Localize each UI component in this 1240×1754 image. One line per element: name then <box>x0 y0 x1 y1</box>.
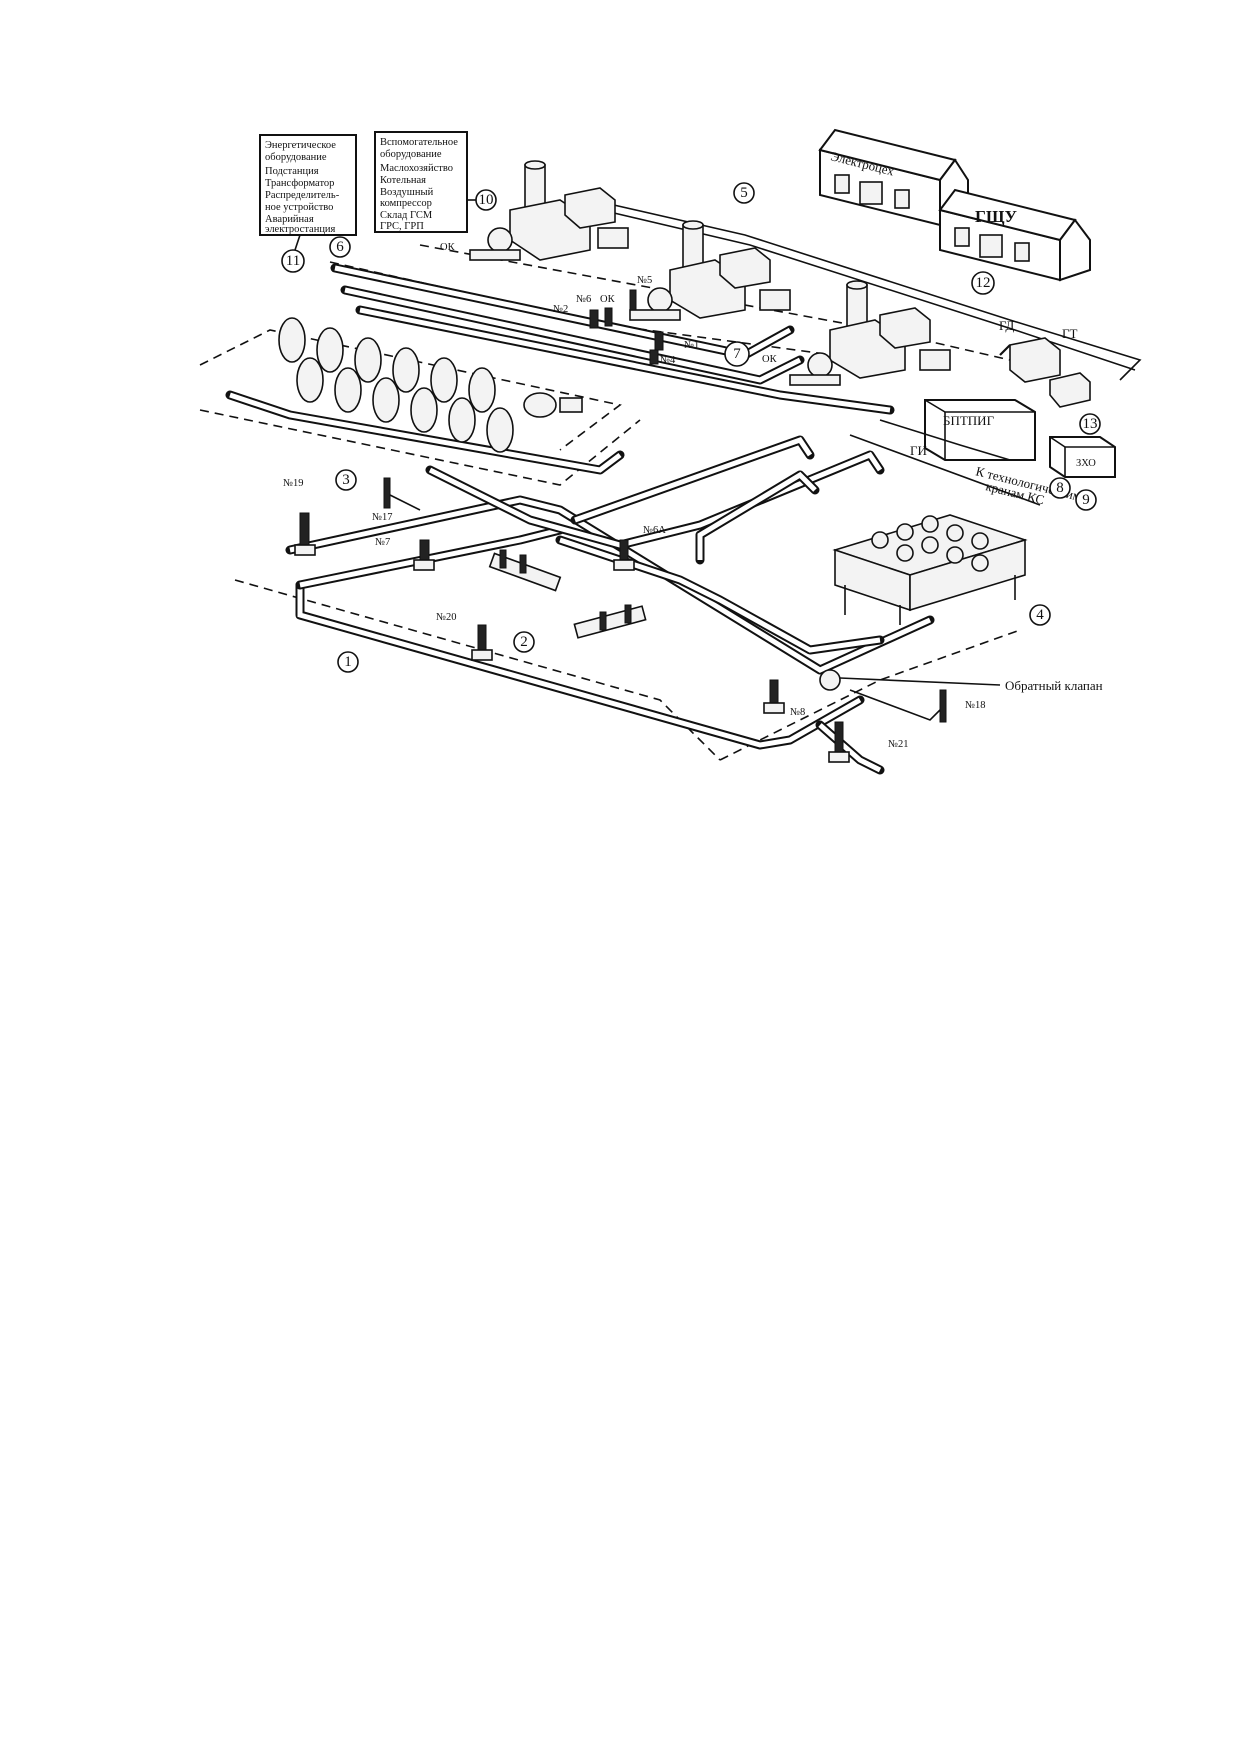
legend-energy-subtitle: оборудование <box>265 152 327 163</box>
svg-text:3: 3 <box>342 472 350 488</box>
valve-6[interactable] <box>604 307 613 327</box>
valve-8[interactable] <box>763 679 785 714</box>
gpa-unit-3 <box>789 280 951 386</box>
svg-text:7: 7 <box>733 346 741 362</box>
legend-aux-subtitle: оборудование <box>380 149 442 160</box>
legend-energy-item: электростанция <box>265 224 336 235</box>
building-workshop: Электроцех <box>818 128 969 227</box>
label-valve-18: №18 <box>965 700 986 711</box>
svg-text:8: 8 <box>1056 480 1064 496</box>
marker-5: 5 <box>733 182 755 204</box>
air-coolers <box>832 514 1028 625</box>
svg-text:13: 13 <box>1083 416 1098 432</box>
gpa-unit-1 <box>469 160 629 261</box>
label-gi: ГИ <box>910 443 927 458</box>
marker-9: 9 <box>1075 489 1097 511</box>
valve-4[interactable] <box>649 349 659 365</box>
legend-aux-item: Котельная <box>380 175 426 186</box>
svg-text:10: 10 <box>479 192 494 208</box>
legend-aux-item: компрессор <box>380 198 432 209</box>
building-bptpig-label: БПТПИГ <box>943 413 995 428</box>
label-valve-20: №20 <box>436 612 457 623</box>
legend-energy-item: Трансформатор <box>265 178 334 189</box>
building-bptpig: БПТПИГ <box>924 399 1036 461</box>
valve-1[interactable] <box>654 331 664 351</box>
valves <box>294 289 947 763</box>
label-valve-6: №6 <box>576 294 591 305</box>
marker-11: 11 <box>281 249 305 273</box>
valve-2[interactable] <box>589 309 599 329</box>
valve-6a[interactable] <box>613 539 635 571</box>
label-ok-1: ОК <box>440 242 456 253</box>
label-ok-2: ОК <box>600 294 616 305</box>
building-control-label: ГЩУ <box>975 207 1017 226</box>
label-check-valve: Обратный клапан <box>1005 678 1103 693</box>
label-gd: ГД <box>999 318 1014 333</box>
label-valve-17: №17 <box>372 512 393 523</box>
leader-11 <box>294 234 301 251</box>
marker-6: 6 <box>329 236 351 258</box>
lower-loop <box>285 435 946 775</box>
marker-8: 8 <box>1049 477 1071 499</box>
valve-group-2 <box>488 549 647 639</box>
building-control: ГЩУ <box>938 188 1091 282</box>
valve-21[interactable] <box>828 721 850 763</box>
legend-aux-title: Вспомогательное <box>380 137 458 148</box>
label-valve-2: №2 <box>553 304 568 315</box>
svg-text:4: 4 <box>1036 607 1044 623</box>
svg-text:12: 12 <box>976 275 991 291</box>
dust-collectors <box>225 317 625 475</box>
legend-aux-item: Склад ГСМ <box>380 210 433 221</box>
marker-7: 7 <box>724 341 750 367</box>
svg-text:5: 5 <box>740 185 748 201</box>
legend-energy-item: Подстанция <box>265 166 319 177</box>
valve-5[interactable] <box>629 289 637 311</box>
label-ok-3: ОК <box>762 354 778 365</box>
legend-aux-item: ГРС, ГРП <box>380 221 424 232</box>
label-valve-6a: №6А <box>643 525 666 536</box>
legend-aux-item: Воздушный <box>380 187 434 198</box>
marker-4: 4 <box>1029 604 1051 626</box>
building-small: ЗХО <box>1049 436 1116 478</box>
marker-2: 2 <box>513 631 535 653</box>
legend-energy-item: ное устройство <box>265 202 333 213</box>
check-valve <box>819 669 841 691</box>
legend-aux-box: Вспомогательное оборудование Маслохозяйс… <box>374 131 468 233</box>
label-valve-1: №1 <box>684 340 699 351</box>
svg-text:6: 6 <box>336 239 344 255</box>
marker-10: 10 <box>475 189 497 211</box>
legend-aux-item: Маслохозяйство <box>380 163 453 174</box>
svg-text:2: 2 <box>520 634 528 650</box>
svg-text:1: 1 <box>344 654 352 670</box>
label-valve-7: №7 <box>375 537 390 548</box>
legend-energy-box: Энергетическое оборудование Подстанция Т… <box>259 134 357 236</box>
label-valve-5: №5 <box>637 275 652 286</box>
dust-collector <box>278 317 583 453</box>
valve-20[interactable] <box>471 624 493 661</box>
label-valve-8: №8 <box>790 707 805 718</box>
valve-17[interactable] <box>383 477 391 509</box>
svg-text:9: 9 <box>1082 492 1090 508</box>
label-gt: ГТ <box>1062 326 1078 341</box>
label-valve-19: №19 <box>283 478 304 489</box>
label-valve-21: №21 <box>888 739 909 750</box>
gpa-unit-2 <box>629 220 791 321</box>
upper-headers <box>330 194 1142 506</box>
legend-energy-item: Распределитель- <box>265 190 340 201</box>
marker-13: 13 <box>1079 413 1101 435</box>
marker-1: 1 <box>337 651 359 673</box>
svg-text:11: 11 <box>286 253 300 269</box>
valve-19[interactable] <box>294 512 316 556</box>
building-small-label: ЗХО <box>1076 458 1096 469</box>
label-valve-4: №4 <box>660 355 676 366</box>
marker-12: 12 <box>971 271 995 295</box>
marker-3: 3 <box>335 469 357 491</box>
markers: 1 2 3 4 5 6 7 8 9 10 11 12 13 <box>281 182 1101 673</box>
valve-18[interactable] <box>939 689 947 723</box>
gas-preparation-unit <box>999 337 1091 408</box>
valve-7[interactable] <box>413 539 435 571</box>
legend-energy-title: Энергетическое <box>265 140 336 151</box>
legend-energy-item: Аварийная <box>265 214 314 225</box>
